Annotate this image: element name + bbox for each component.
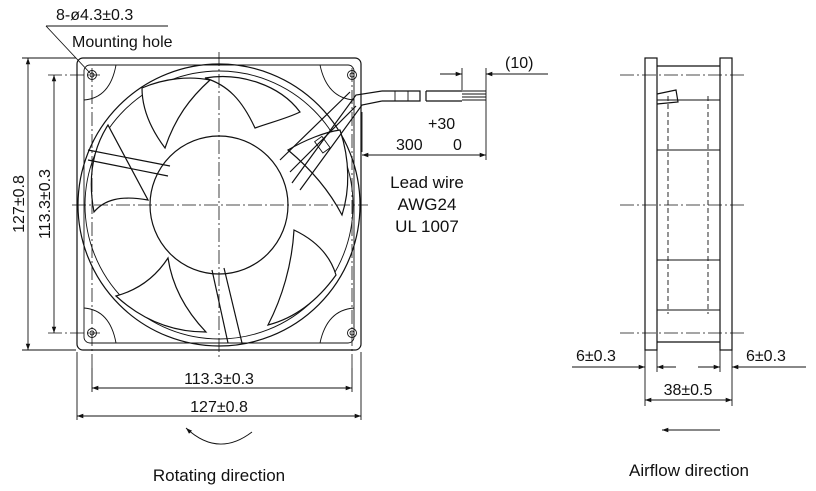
side-view: 6±0.3 6±0.3 38±0.5 Airflow direction <box>572 57 806 480</box>
lead-tolerance-lower: 0 <box>453 137 462 154</box>
airflow-caption: Airflow direction <box>629 461 749 480</box>
mounting-hole-label: Mounting hole <box>72 34 173 51</box>
rotation-caption: Rotating direction <box>153 466 285 485</box>
side-right-flange <box>719 57 733 351</box>
label-frame-width: 127±0.8 <box>190 399 248 416</box>
side-left-flange <box>644 57 658 351</box>
lead-wire-dimensions: (10) 300 +30 0 Lead wire AWG24 UL 1007 <box>361 55 548 236</box>
front-view: 113.3±0.3 127±0.8 127±0.8 113.3±0.3 8-ø4… <box>11 7 486 485</box>
rotation-arrow <box>185 427 253 445</box>
left-flange-label: 6±0.3 <box>576 348 616 365</box>
frame-spokes <box>87 91 357 344</box>
strip-length-label: (10) <box>505 55 533 72</box>
mounting-hole-spec: 8-ø4.3±0.3 <box>56 7 133 24</box>
lead-wire-spec-line2: AWG24 <box>398 195 457 214</box>
label-hole-pitch-horizontal: 113.3±0.3 <box>184 371 254 388</box>
label-hole-pitch-vertical: 113.3±0.3 <box>37 169 54 239</box>
lead-tolerance-upper: +30 <box>428 116 455 133</box>
depth-label: 38±0.5 <box>664 382 713 399</box>
lead-wire-spec-line3: UL 1007 <box>395 217 459 236</box>
lead-wire-bundle <box>291 90 486 191</box>
lead-length-value: 300 <box>396 137 423 154</box>
label-frame-height: 127±0.8 <box>11 175 28 233</box>
fan-blades <box>90 75 349 333</box>
right-flange-label: 6±0.3 <box>746 348 786 365</box>
lead-wire-spec-line1: Lead wire <box>390 173 464 192</box>
